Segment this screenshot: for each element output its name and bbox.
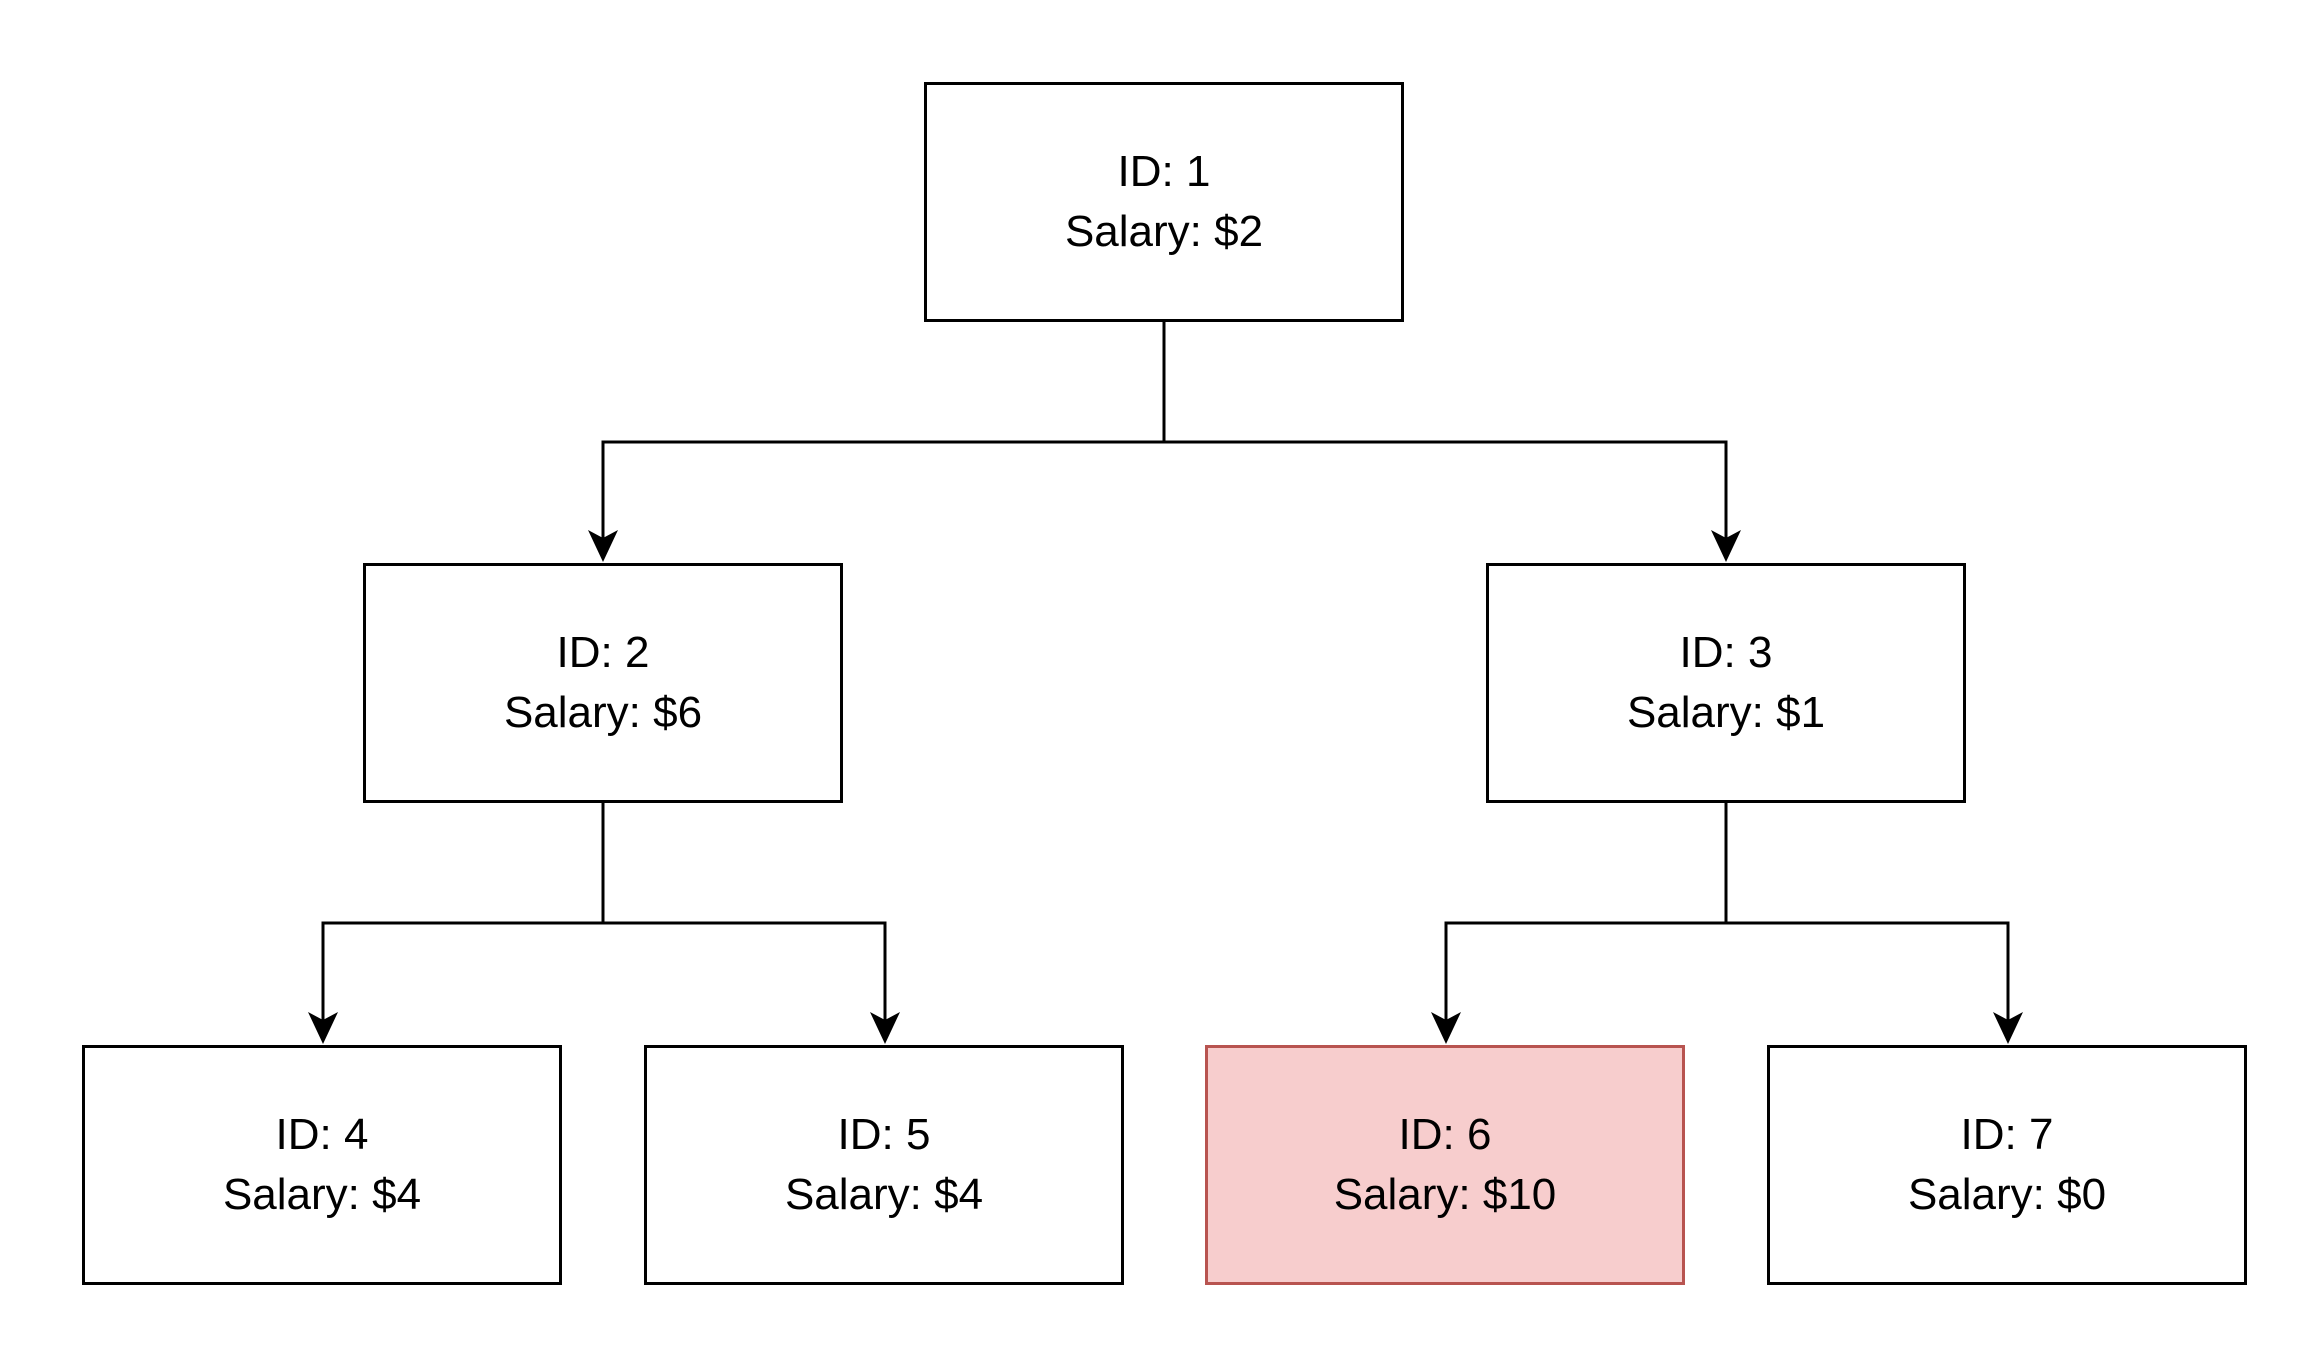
node-salary-label: Salary: $2 (1064, 207, 1264, 256)
node-salary-label: Salary: $1 (1626, 688, 1826, 737)
node-1: ID: 1 Salary: $2 (924, 82, 1404, 322)
node-4: ID: 4 Salary: $4 (82, 1045, 562, 1285)
node-3: ID: 3 Salary: $1 (1486, 563, 1966, 803)
node-6-highlighted: ID: 6 Salary: $10 (1205, 1045, 1685, 1285)
edge-3-to-7 (1724, 803, 2023, 1044)
node-7: ID: 7 Salary: $0 (1767, 1045, 2247, 1285)
node-salary-label: Salary: $6 (503, 688, 703, 737)
edge-1-to-2 (588, 322, 1166, 562)
node-salary-label: Salary: $4 (784, 1170, 984, 1219)
node-5: ID: 5 Salary: $4 (644, 1045, 1124, 1285)
edge-3-to-6 (1431, 803, 1728, 1044)
node-id-label: ID: 6 (1398, 1110, 1492, 1159)
edge-2-to-4 (308, 803, 605, 1044)
node-id-label: ID: 4 (275, 1110, 369, 1159)
node-2: ID: 2 Salary: $6 (363, 563, 843, 803)
edge-1-to-3 (1162, 322, 1741, 562)
node-salary-label: Salary: $10 (1333, 1170, 1557, 1219)
node-id-label: ID: 2 (556, 628, 650, 677)
node-id-label: ID: 1 (1117, 147, 1211, 196)
node-id-label: ID: 3 (1679, 628, 1773, 677)
node-salary-label: Salary: $0 (1907, 1170, 2107, 1219)
node-id-label: ID: 7 (1960, 1110, 2054, 1159)
edge-2-to-5 (601, 803, 900, 1044)
node-id-label: ID: 5 (837, 1110, 931, 1159)
node-salary-label: Salary: $4 (222, 1170, 422, 1219)
